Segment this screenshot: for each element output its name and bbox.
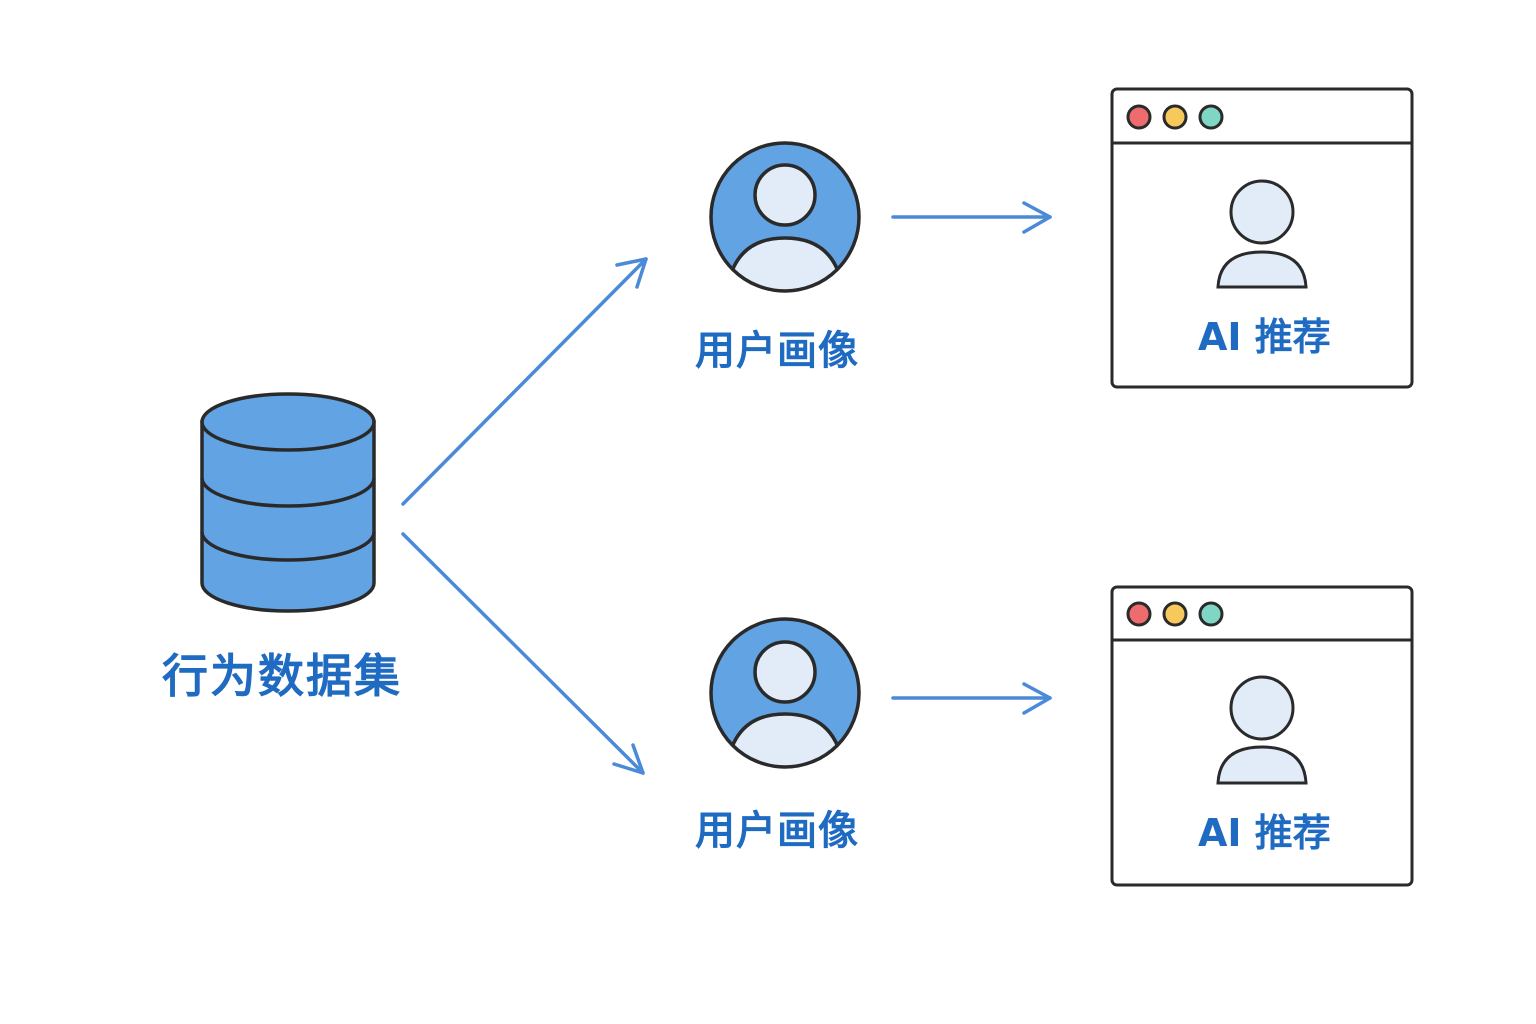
profile-label: 用户画像 <box>695 808 859 854</box>
arrow-to-recommendation-1 <box>891 201 1052 234</box>
recommendation-label: AI 推荐 <box>1198 315 1331 359</box>
arrow-to-profile-2 <box>401 532 645 775</box>
arrow-to-profile-1 <box>401 257 648 506</box>
user-avatar-icon <box>709 141 861 293</box>
maximize-dot-icon <box>1198 104 1224 130</box>
user-icon <box>1216 675 1308 785</box>
browser-window-icon <box>1110 585 1414 887</box>
minimize-dot-icon <box>1162 601 1188 627</box>
arrow-to-recommendation-2 <box>891 682 1052 715</box>
profile-label: 用户画像 <box>695 328 859 374</box>
browser-window-icon <box>1110 87 1414 389</box>
maximize-dot-icon <box>1198 601 1224 627</box>
dataset-label: 行为数据集 <box>162 649 402 703</box>
close-dot-icon <box>1126 104 1152 130</box>
minimize-dot-icon <box>1162 104 1188 130</box>
user-icon <box>1216 179 1308 289</box>
recommendation-label: AI 推荐 <box>1198 811 1331 855</box>
user-avatar-icon <box>709 617 861 769</box>
close-dot-icon <box>1126 601 1152 627</box>
database-icon <box>200 392 376 613</box>
